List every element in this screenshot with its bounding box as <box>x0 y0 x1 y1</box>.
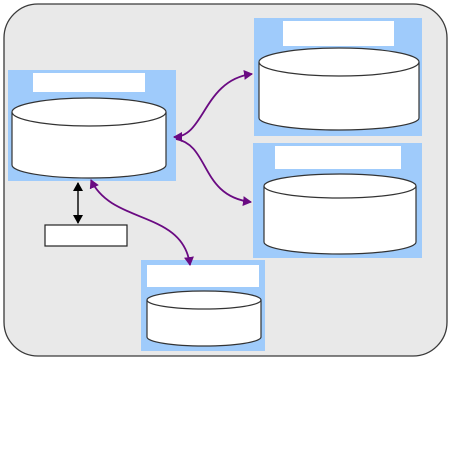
node-target-top <box>254 18 422 136</box>
node-target-top-database-icon <box>258 47 420 131</box>
client-box <box>44 224 128 247</box>
connector-source-to-target-bottom <box>89 179 194 266</box>
node-source-title-bar <box>33 73 145 92</box>
node-target-middle <box>253 143 422 258</box>
client-box-rect <box>44 224 128 247</box>
node-target-bottom-title-bar <box>147 265 259 287</box>
node-source <box>8 70 176 181</box>
node-target-bottom <box>141 260 265 351</box>
node-target-bottom-database-icon <box>146 290 262 347</box>
node-target-middle-title-bar <box>275 146 401 169</box>
connector-source-to-target-middle <box>175 138 252 207</box>
node-source-database-icon <box>11 97 167 179</box>
connector-source-to-target-top <box>173 70 253 142</box>
node-target-middle-database-icon <box>263 173 417 255</box>
node-target-top-title-bar <box>283 21 394 46</box>
